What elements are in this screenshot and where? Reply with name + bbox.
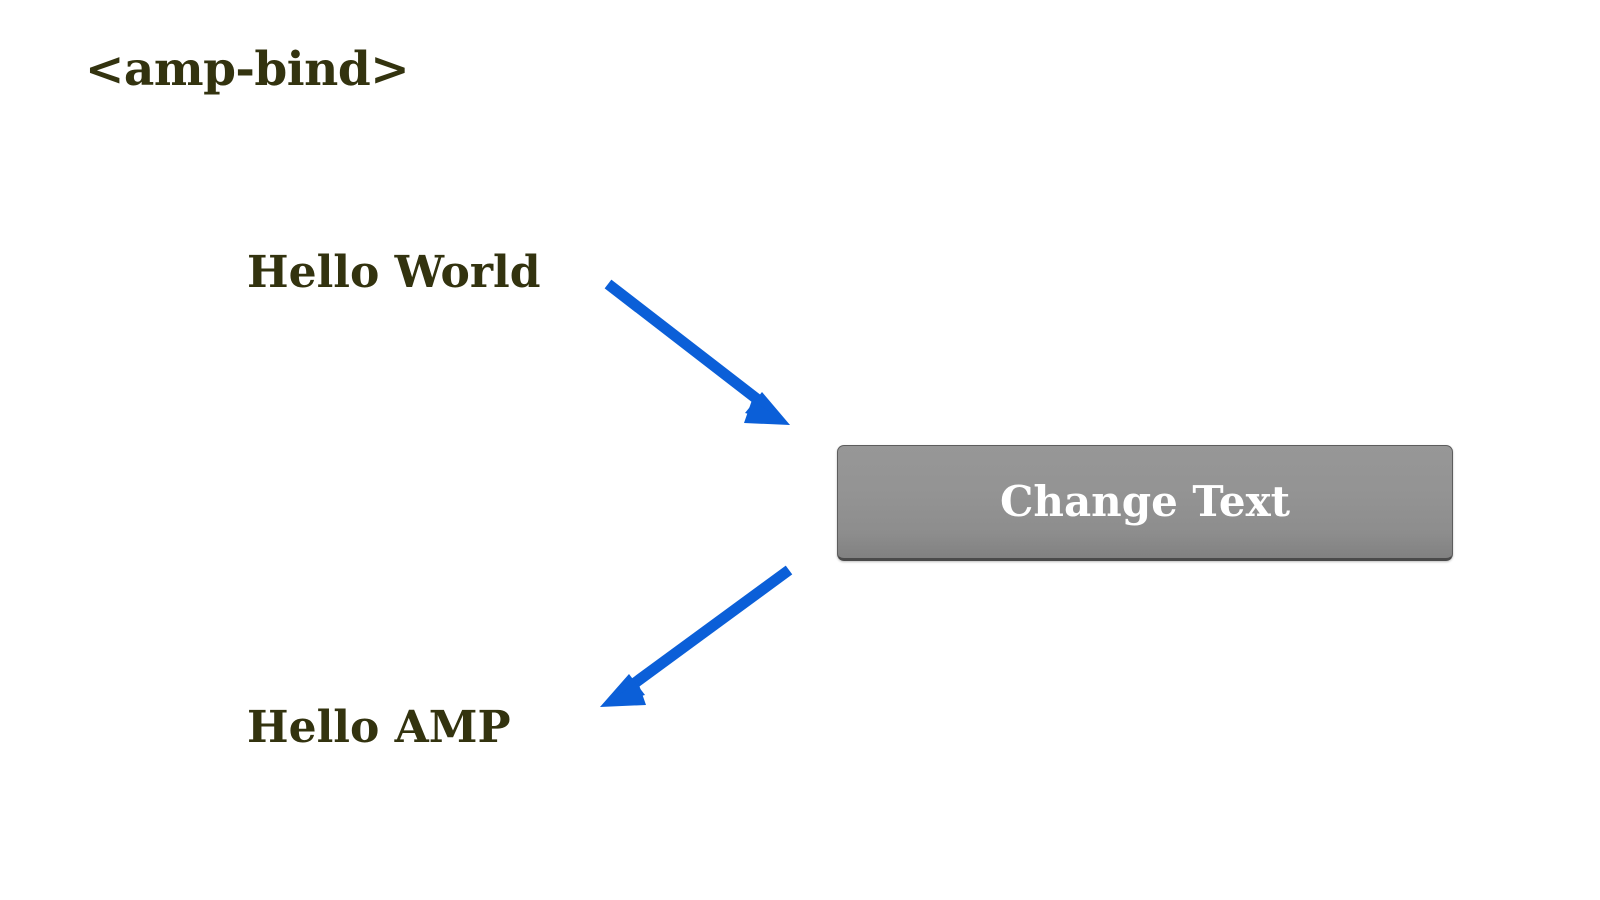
arrow-from-button-head-fill <box>600 682 646 707</box>
page-title: <amp-bind> <box>85 42 410 97</box>
arrow-to-button-head-fill <box>744 400 790 425</box>
arrow-from-button-icon <box>600 565 793 707</box>
arrow-from-button-head <box>600 674 645 707</box>
state-label-hello-world: Hello World <box>247 247 541 298</box>
change-text-button-label: Change Text <box>999 477 1291 526</box>
arrow-to-button-shaft <box>604 279 770 411</box>
arrow-to-button-head <box>745 392 790 425</box>
change-text-button[interactable]: Change Text <box>837 445 1453 561</box>
arrow-from-button-shaft <box>624 565 793 693</box>
state-label-hello-amp: Hello AMP <box>247 702 511 753</box>
arrow-to-button-icon <box>604 279 790 425</box>
